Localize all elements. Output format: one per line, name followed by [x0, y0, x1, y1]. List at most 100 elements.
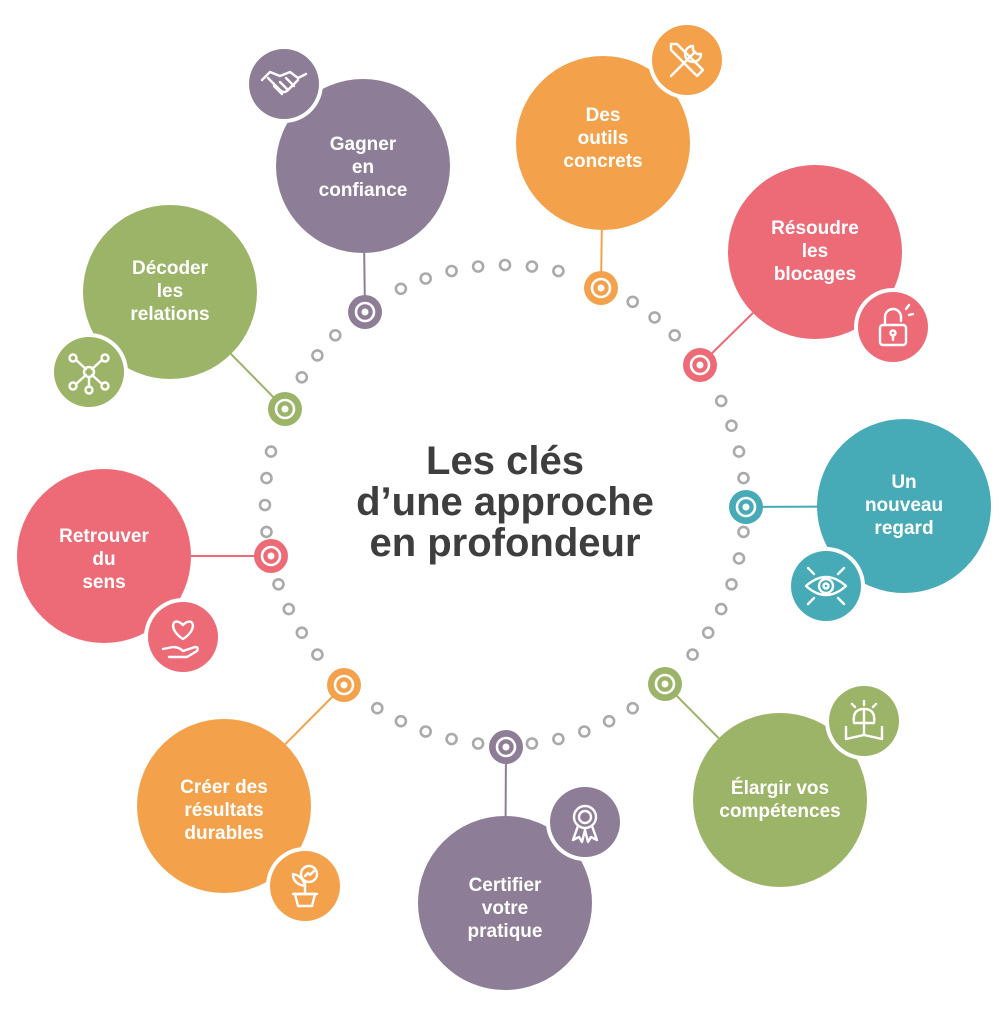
anchor-ring	[333, 674, 355, 696]
eye-icon	[804, 566, 848, 606]
ring-dot	[525, 737, 539, 750]
ring-dot	[714, 602, 728, 616]
ring-dot	[602, 714, 616, 728]
node-label-line: Décoder	[132, 258, 209, 279]
icon-badge	[54, 337, 124, 407]
ring-dot	[552, 732, 565, 746]
anchor-center	[742, 503, 750, 511]
anchor-center	[661, 680, 669, 688]
ring-dot	[328, 328, 342, 342]
node-circle	[728, 165, 902, 339]
ring-dot	[737, 471, 750, 485]
title-line-1: Les clés	[426, 439, 584, 483]
ring-dot	[295, 626, 309, 640]
ring-dot	[311, 349, 324, 362]
node-label-line: Résoudre	[771, 218, 859, 239]
node-circle	[276, 79, 450, 253]
node-label-line: blocages	[774, 264, 856, 285]
node-label-line: compétences	[719, 801, 840, 822]
anchor-center	[502, 743, 510, 751]
ring-dot	[552, 264, 565, 278]
ring-dot	[732, 445, 746, 458]
anchor-ring	[590, 277, 612, 299]
ring-dot	[686, 648, 699, 661]
anchor-ring	[689, 354, 711, 376]
ring-dot	[471, 737, 485, 750]
ring-dot	[258, 498, 272, 512]
title-line-3: en profondeur	[369, 521, 640, 565]
growing-plant-icon	[291, 864, 319, 908]
ring-dot	[370, 701, 384, 715]
node-circle	[83, 205, 257, 379]
node-label-line: confiance	[319, 180, 408, 201]
node-label-line: concrets	[563, 151, 642, 172]
ring-dot	[394, 714, 408, 728]
dotted-ring	[258, 258, 750, 750]
node-label-line: votre	[482, 898, 528, 919]
brain-book-icon	[844, 699, 884, 741]
connector-lines	[191, 229, 818, 817]
ring-dot	[701, 626, 715, 640]
ring-dot	[260, 471, 273, 485]
anchor-ring	[495, 736, 517, 758]
node-circle	[418, 816, 592, 990]
ring-dot	[648, 311, 661, 324]
ring-dot	[445, 264, 458, 278]
anchor-center	[696, 361, 704, 369]
ring-dot	[272, 577, 285, 591]
ring-dot	[737, 525, 750, 539]
heart-hand-icon	[161, 620, 199, 659]
ring-dot	[295, 370, 309, 384]
topic-nodes: GagnerenconfianceDesoutilsconcretsRésoud…	[17, 21, 991, 990]
anchor-ring	[654, 673, 676, 695]
ring-dot	[471, 260, 485, 273]
handshake-icon	[260, 70, 308, 96]
anchor-center	[361, 308, 369, 316]
anchor-center	[267, 552, 275, 560]
ring-dot	[282, 602, 296, 616]
ring-dot	[725, 577, 738, 591]
anchor-center	[340, 681, 348, 689]
ring-dot	[419, 272, 433, 285]
award-ribbon-icon	[571, 804, 599, 844]
node-circle	[693, 713, 867, 887]
node-label-line: Gagner	[330, 134, 397, 155]
ring-dot	[394, 282, 408, 296]
anchor-ring	[260, 545, 282, 567]
ring-dot	[445, 732, 458, 746]
ring-dot	[626, 295, 640, 309]
anchor-ring	[735, 496, 757, 518]
anchor-center	[281, 405, 289, 413]
node-label-line: Un	[891, 472, 916, 493]
node-label-line: outils	[578, 128, 629, 149]
ring-dot	[732, 552, 746, 565]
ring-dot	[525, 260, 539, 273]
ring-dot	[668, 328, 682, 342]
node-label-line: Certifier	[469, 875, 542, 896]
ring-dot	[311, 648, 324, 661]
node-label-line: Créer des	[180, 777, 268, 798]
title-line-2: d’une approche	[356, 480, 654, 524]
node-label-line: regard	[874, 518, 933, 539]
node-label-line: pratique	[468, 921, 543, 942]
ring-dot	[577, 725, 591, 738]
node-label-line: nouveau	[865, 495, 943, 516]
node-label-line: Retrouver	[59, 526, 149, 547]
icon-badge	[249, 49, 319, 119]
node-label-line: en	[352, 157, 374, 178]
ring-dot	[714, 394, 728, 408]
unlocked-padlock-icon	[878, 303, 915, 347]
node-label-line: durables	[184, 823, 263, 844]
node-circle	[817, 419, 991, 593]
anchor-ring	[274, 398, 296, 420]
icon-badge	[858, 292, 928, 362]
tools-icon	[669, 42, 705, 78]
network-icon	[68, 353, 110, 395]
